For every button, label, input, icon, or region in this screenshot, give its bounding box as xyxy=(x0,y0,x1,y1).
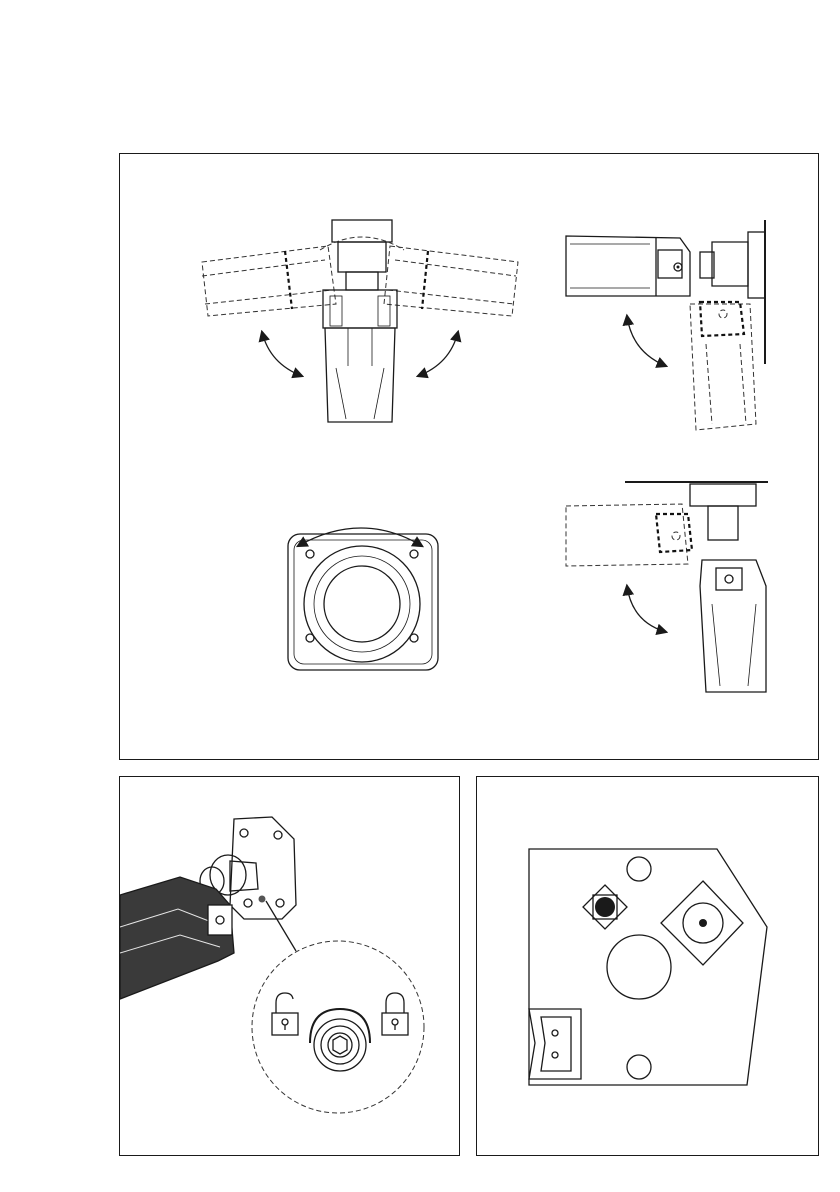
unlock-icon xyxy=(272,993,298,1035)
rotation-front-view xyxy=(288,528,438,670)
lock-detail-drawing xyxy=(120,777,461,1157)
bracket-plate-drawing xyxy=(477,777,820,1157)
bracket-plate-panel xyxy=(476,776,819,1156)
diamond-marker-left xyxy=(583,885,627,929)
lock-icon xyxy=(382,993,408,1035)
diamond-marker-right xyxy=(661,881,743,965)
connector-block xyxy=(529,1009,581,1079)
lock-detail-panel xyxy=(119,776,460,1156)
tilt-side-view xyxy=(566,220,765,430)
adjustment-views-drawing xyxy=(120,154,820,761)
adjustment-views-panel xyxy=(119,153,819,760)
pan-view xyxy=(202,220,518,422)
hex-screw-icon xyxy=(310,1009,370,1071)
ceiling-tilt-view xyxy=(566,482,768,692)
